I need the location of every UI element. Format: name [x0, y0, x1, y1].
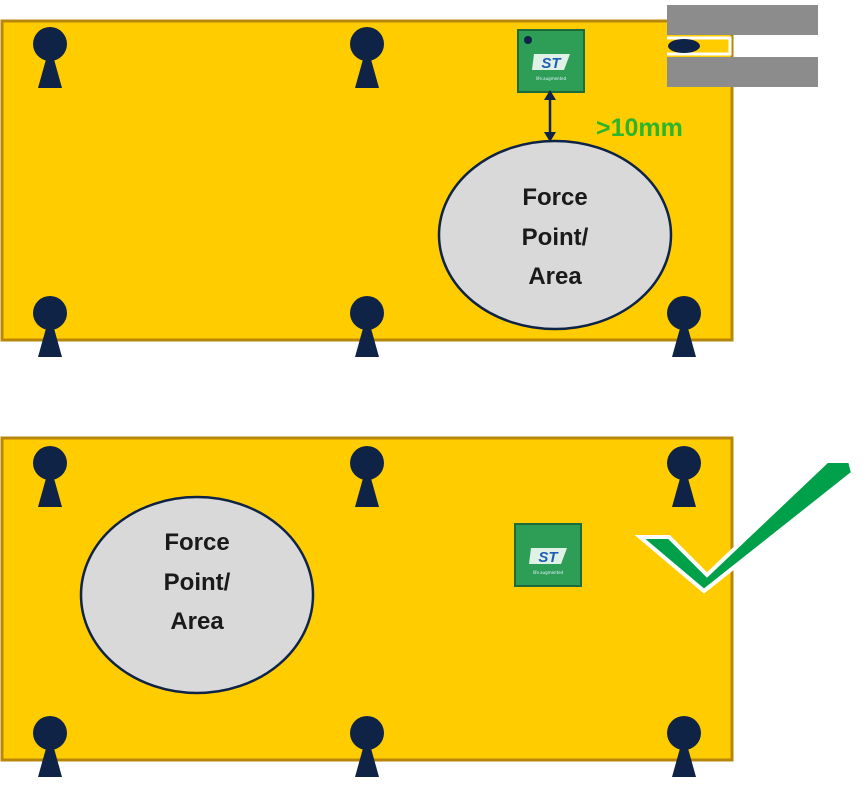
- st-logo-icon: [529, 548, 567, 564]
- chip-caption: life.augmented: [536, 76, 567, 81]
- support-post: [667, 296, 701, 330]
- clamp-bracket: [667, 36, 732, 56]
- chip-logo-text: ST: [541, 55, 562, 72]
- support-post: [350, 27, 384, 61]
- support-bottom-left: [33, 296, 67, 357]
- support-bottom-middle: [350, 296, 384, 357]
- chip-caption: life.augmented: [533, 570, 564, 575]
- bottom-board-group: Force Point/ Area ST life.augmented: [0, 436, 856, 777]
- sensor-chip: ST life.augmented: [514, 523, 582, 587]
- support-post: [33, 446, 67, 480]
- support-post: [33, 27, 67, 61]
- support-bottom-middle: [350, 716, 384, 777]
- st-logo-icon: [532, 54, 570, 70]
- support-post: [667, 716, 701, 750]
- support-top-right: [667, 446, 701, 507]
- support-pedestal: [355, 314, 379, 357]
- support-pedestal: [355, 45, 379, 88]
- support-pedestal: [672, 314, 696, 357]
- top-board-group: Force Point/ Area ST life.augmented >10mm: [0, 5, 818, 357]
- force-label-line-3: Area: [528, 263, 582, 290]
- force-label-line-3: Area: [170, 608, 224, 635]
- force-label-line-2: Point/: [164, 569, 231, 596]
- support-pedestal: [38, 734, 62, 777]
- support-top-left: [33, 446, 67, 507]
- clamp-bar-upper: [667, 5, 818, 35]
- support-pedestal: [355, 734, 379, 777]
- force-label-line-2: Point/: [522, 224, 589, 251]
- support-pedestal: [672, 464, 696, 507]
- support-bottom-right: [667, 716, 701, 777]
- clearance-label: >10mm: [596, 114, 683, 142]
- clamp-bar-lower: [667, 57, 818, 87]
- support-top-middle: [350, 446, 384, 507]
- force-label-line-1: Force: [522, 184, 587, 211]
- pin-one-marker: [524, 36, 532, 44]
- support-top-left: [33, 27, 67, 88]
- clearance-arrow: [544, 90, 556, 142]
- support-pedestal: [355, 464, 379, 507]
- check-mark-icon: [634, 459, 856, 594]
- support-top-middle: [350, 27, 384, 88]
- chip-logo-text: ST: [538, 549, 559, 566]
- support-post: [350, 716, 384, 750]
- support-pedestal: [38, 464, 62, 507]
- force-area-ellipse: [79, 495, 315, 695]
- support-post: [33, 716, 67, 750]
- force-area-ellipse: [437, 139, 673, 331]
- sensor-chip: ST life.augmented: [517, 29, 585, 93]
- support-pedestal: [672, 734, 696, 777]
- support-post: [350, 446, 384, 480]
- clamp-dot: [668, 39, 700, 53]
- support-bottom-left: [33, 716, 67, 777]
- support-post: [667, 446, 701, 480]
- support-post: [33, 296, 67, 330]
- support-pedestal: [38, 314, 62, 357]
- force-label-line-1: Force: [164, 529, 229, 556]
- support-post: [350, 296, 384, 330]
- support-pedestal: [38, 45, 62, 88]
- support-bottom-right: [667, 296, 701, 357]
